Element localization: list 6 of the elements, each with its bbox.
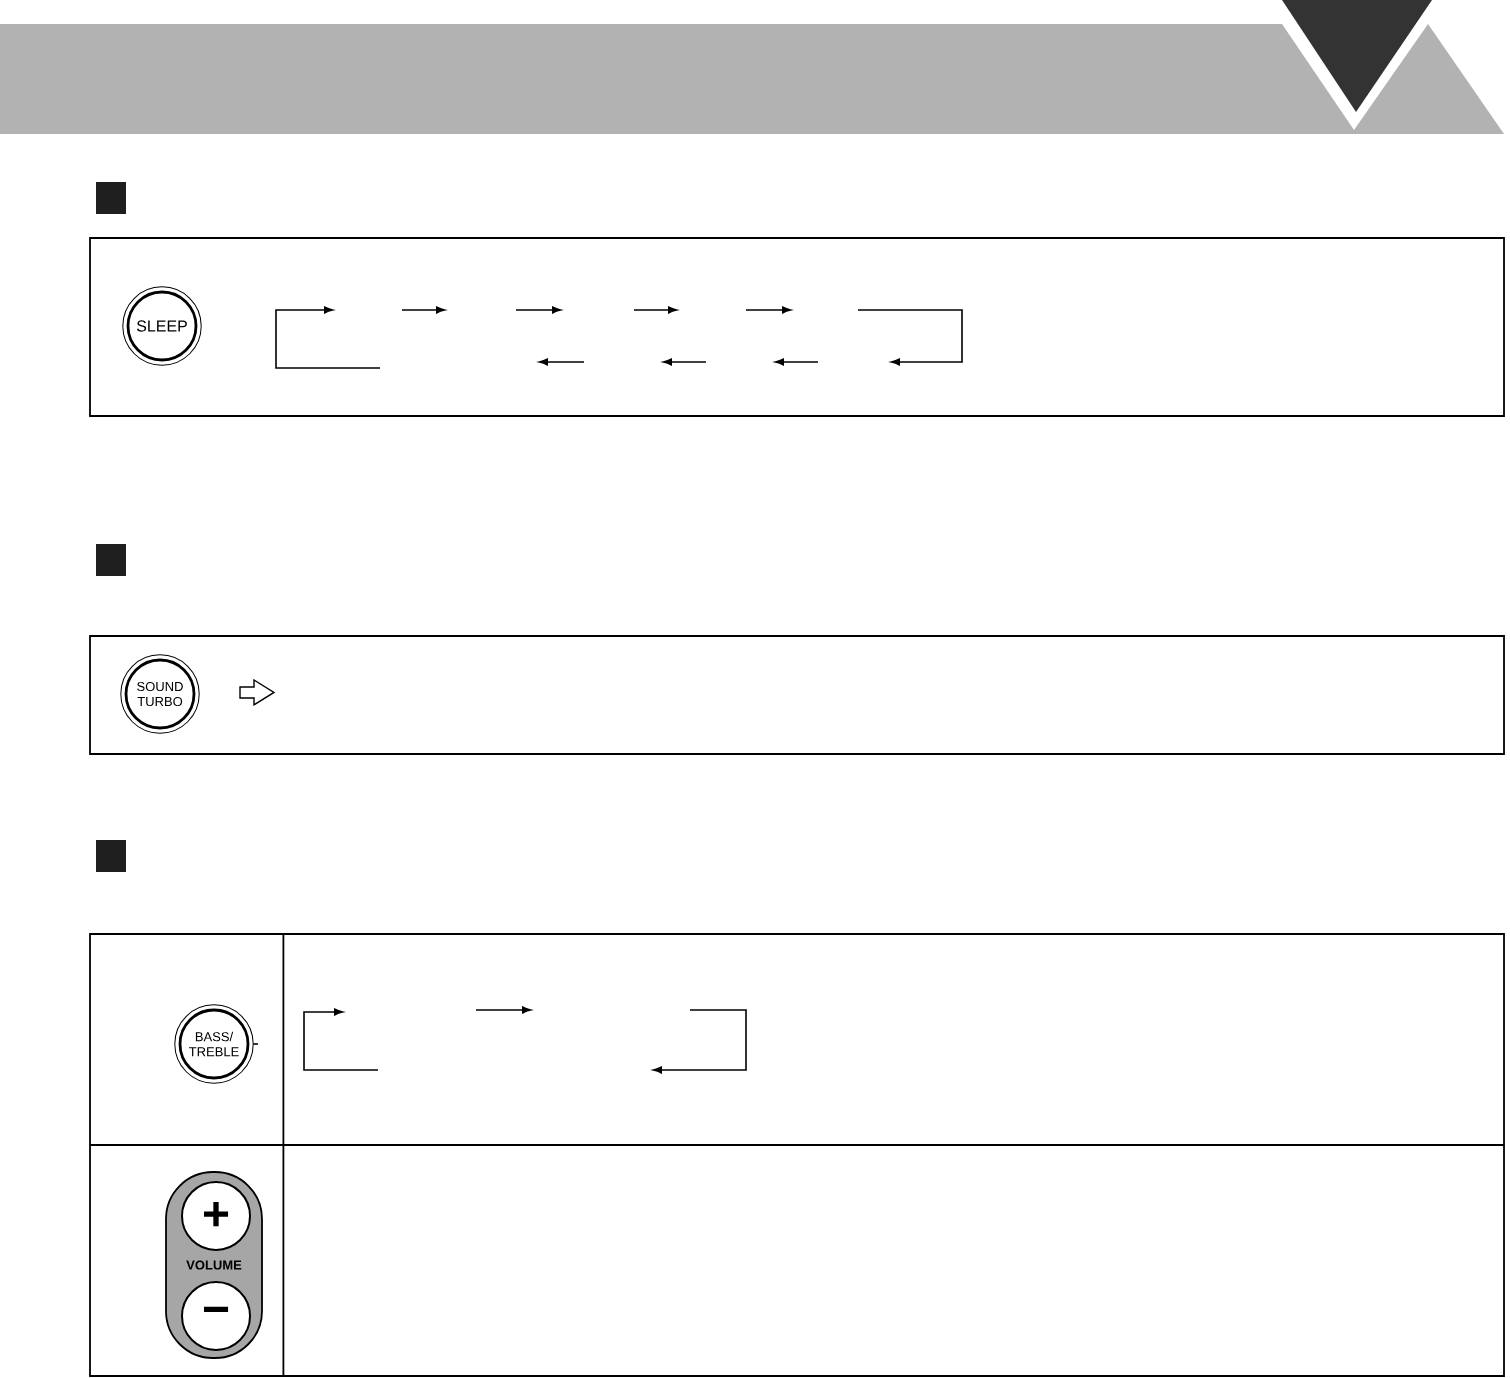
round-key: + xyxy=(181,1181,251,1251)
round-key: − xyxy=(181,1281,251,1351)
table xyxy=(89,933,1505,1377)
frame-box xyxy=(89,635,1505,755)
round-button: SLEEP xyxy=(122,286,202,366)
frame-box xyxy=(89,237,1505,417)
